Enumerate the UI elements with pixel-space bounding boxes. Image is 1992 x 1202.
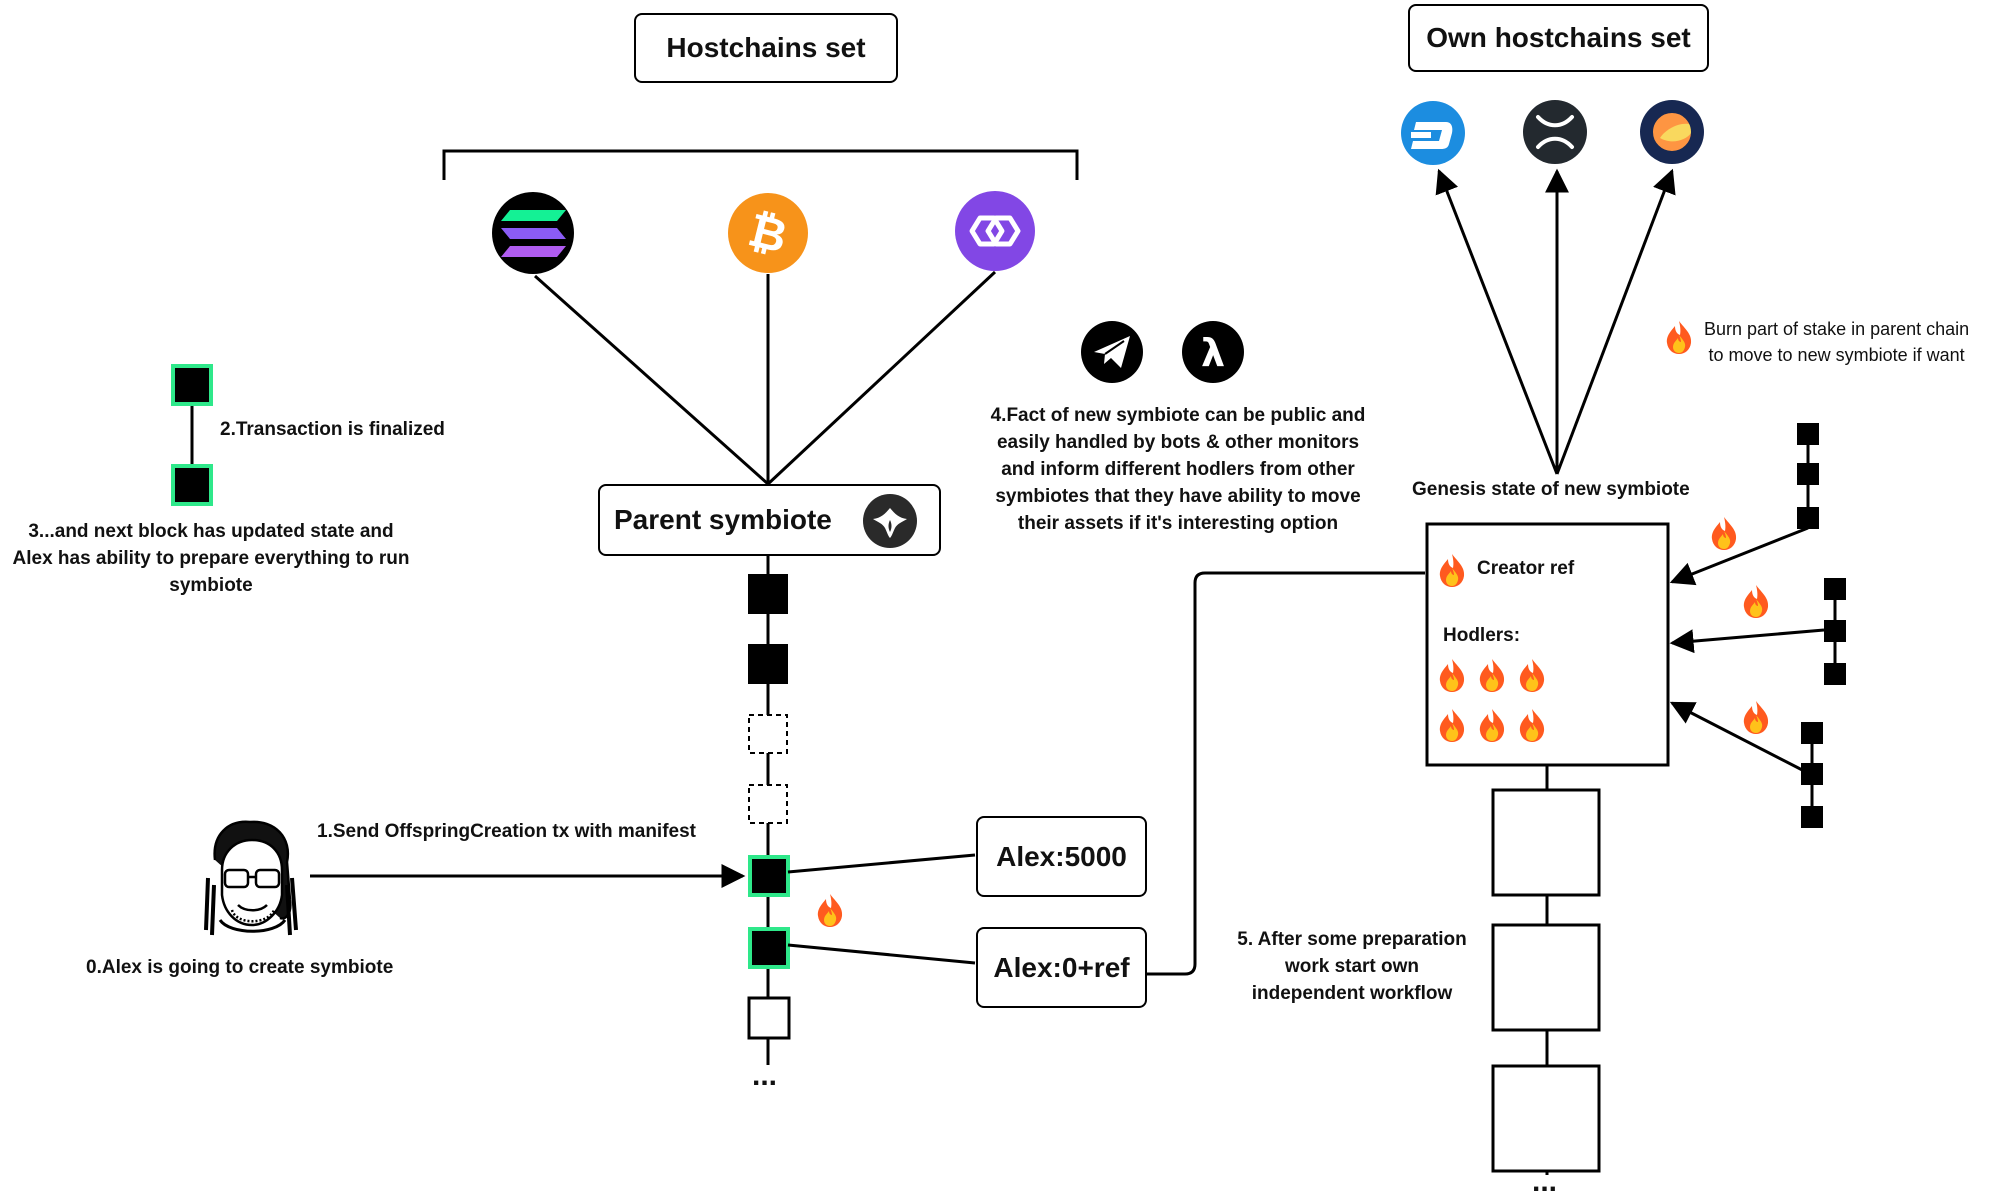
lambda-icon: λ: [1182, 321, 1244, 383]
hodlers-label: Hodlers:: [1443, 625, 1521, 646]
alex-avatar-icon: [204, 820, 298, 936]
hostchain-connectors: [534, 270, 997, 486]
finalized-block: [171, 464, 213, 506]
fire-icon: [817, 894, 843, 927]
legend-chain: [171, 364, 213, 506]
pending-block: [748, 784, 788, 824]
step1-label: 1.Send OffspringCreation tx with manifes…: [317, 821, 696, 842]
own-hostchain-arrows: [1435, 168, 1676, 475]
own-hostchains-title: Own hostchains set: [1408, 4, 1709, 72]
parent-chain-blocks: [747, 574, 791, 1040]
migration-arrows: [1669, 526, 1825, 777]
migration-fire-icons: [1666, 321, 1769, 734]
venom-icon: [863, 494, 917, 548]
svg-text:λ: λ: [1201, 331, 1225, 375]
xrp-icon: [1523, 100, 1587, 164]
telegram-icon: [1081, 321, 1143, 383]
new-chain: [1491, 765, 1601, 1175]
dash-icon: [1401, 101, 1465, 165]
block: [748, 574, 788, 614]
parent-symbiote-box: Parent symbiote: [598, 484, 941, 556]
block: [748, 644, 788, 684]
polygon-icon: [955, 191, 1035, 271]
parent-chain-ellipsis: ...: [752, 1059, 778, 1092]
alex-balance-box-1: Alex:5000: [976, 816, 1147, 897]
genesis-box: [1425, 522, 1670, 767]
hostchains-title: Hostchains set: [634, 13, 898, 83]
solana-icon: [492, 192, 574, 274]
empty-block: [747, 996, 791, 1040]
step5-label: 5. After some preparation work start own…: [1237, 929, 1467, 1004]
finalized-block: [748, 927, 790, 969]
terra-icon: [1640, 100, 1704, 164]
step2-label: 2.Transaction is finalized: [220, 419, 445, 440]
parent-symbiote-label: Parent symbiote: [614, 504, 832, 535]
step4-label: 4.Fact of new symbiote can be public and…: [990, 405, 1366, 534]
other-symbiote-chains: [1797, 423, 1846, 828]
creator-ref-label: Creator ref: [1477, 558, 1575, 579]
genesis-label: Genesis state of new symbiote: [1412, 479, 1690, 500]
hostchains-bracket: [442, 149, 1079, 180]
alex-balance-box-2: Alex:0+ref: [976, 927, 1147, 1008]
bitcoin-icon: ₿: [728, 193, 808, 273]
balance-connectors: [787, 571, 1425, 976]
step0-label: 0.Alex is going to create symbiote: [86, 957, 394, 978]
pending-block: [748, 714, 788, 754]
finalized-block: [748, 855, 790, 897]
finalized-block: [171, 364, 213, 406]
burn-note: Burn part of stake in parent chain to mo…: [1704, 319, 1970, 365]
new-chain-ellipsis: ...: [1532, 1165, 1558, 1198]
step3-label: 3...and next block has updated state and…: [12, 521, 410, 596]
